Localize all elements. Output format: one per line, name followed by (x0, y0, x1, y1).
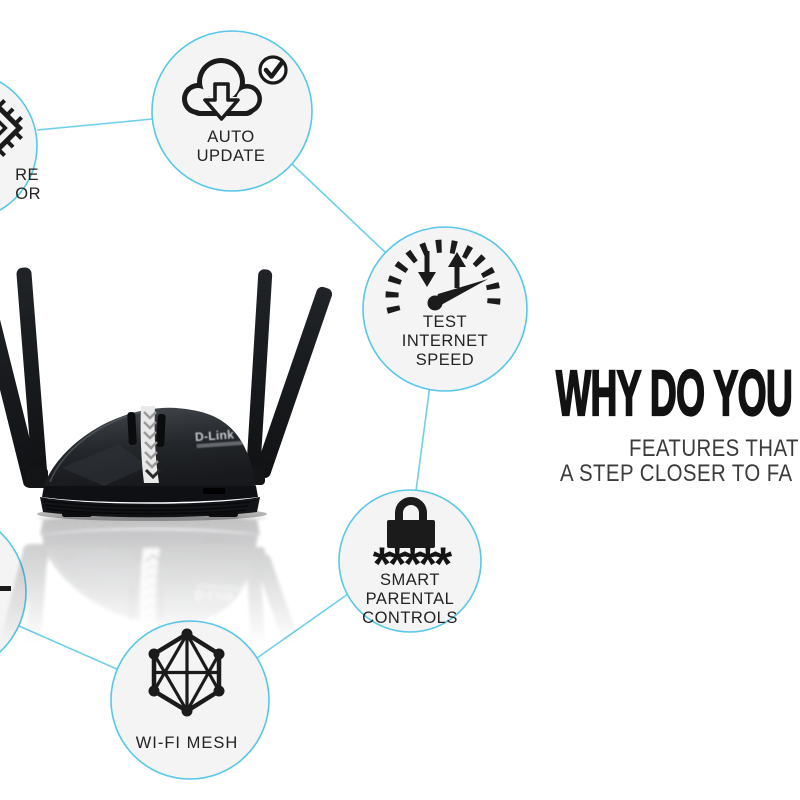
usb-port (203, 488, 225, 494)
mesh-network-icon (148, 628, 225, 717)
connector-topleft-autoupdate (36, 118, 154, 131)
padlock-icon (387, 497, 435, 548)
badge-label: AUTO (207, 128, 255, 146)
router-image: D-Link (0, 267, 333, 521)
router-antennas (0, 267, 333, 488)
badge-label: PARENTAL (366, 590, 455, 608)
badge-label: SPEED (416, 351, 474, 369)
password-mask: ***** (373, 537, 453, 590)
headline-subtitle-line1: FEATURES THAT (629, 435, 799, 462)
badge-label: CONTROLS (362, 609, 458, 627)
dlink-logo: D-Link (195, 427, 235, 444)
headline-subtitle-line2: A STEP CLOSER TO FA (560, 460, 793, 487)
chip-icon (0, 99, 23, 157)
badge-label: TEST (423, 313, 467, 331)
badge-partial-top-left: RE OR (0, 80, 41, 212)
badge-auto-update: AUTO UPDATE (151, 30, 313, 192)
logo-subtext-bar (196, 440, 243, 449)
badge-smart-parental-controls: ***** SMART PARENTAL CONTROLS (338, 489, 482, 633)
headline-title: WHY DO YOU N (555, 357, 800, 429)
speedometer-icon (385, 239, 501, 314)
cloud-download-check-icon (182, 55, 288, 121)
badge-label: UPDATE (197, 147, 266, 165)
badge-label: INTERNET (402, 332, 489, 350)
router-chevron-stripe (140, 406, 162, 483)
connector-autoupdate-speed (290, 162, 387, 254)
badge-label: SMART (380, 571, 440, 589)
partial-icon (0, 586, 11, 591)
badge-label-fragment: RE (15, 166, 39, 184)
connector-parental-mesh (256, 593, 349, 659)
badge-label: WI-FI MESH (136, 734, 239, 752)
router-body: D-Link (40, 406, 260, 518)
connector-speed-parental (415, 384, 431, 492)
check-badge-icon (258, 55, 288, 85)
badge-test-internet-speed: TEST INTERNET SPEED (362, 226, 528, 392)
badge-label-fragment: OR (15, 185, 41, 203)
badge-wifi-mesh: WI-FI MESH (110, 620, 270, 780)
feature-badges: RE OR AUTO UPDAT (0, 30, 528, 780)
